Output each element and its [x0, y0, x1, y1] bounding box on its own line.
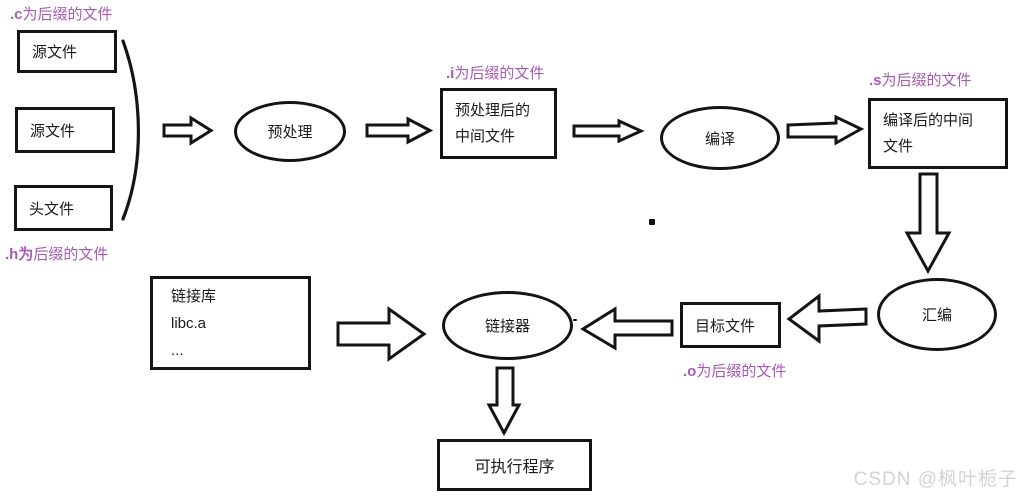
- label-h-rest: 后缀的文件: [33, 246, 109, 263]
- watermark: CSDN @枫叶栀子: [853, 469, 1018, 490]
- node-compiled-file: 编译后的中间 文件: [868, 98, 1008, 169]
- node-source-file-2: 源文件: [15, 107, 115, 153]
- node-preprocess: 预处理: [234, 101, 346, 162]
- node-preprocessed-file: 预处理后的 中间文件: [440, 88, 557, 159]
- node-object-file-label: 目标文件: [695, 317, 756, 335]
- node-link-library-line1: 链接库: [171, 287, 217, 305]
- arrow-files-to-preprocess: [162, 115, 214, 146]
- node-compiled-file-line2: 文件: [883, 137, 914, 155]
- label-i-prefix: .i: [446, 65, 455, 82]
- node-assemble: 汇编: [877, 278, 997, 351]
- node-preprocess-label: 预处理: [267, 124, 313, 141]
- stray-dot: [649, 219, 655, 225]
- node-compile-label: 编译: [704, 130, 735, 148]
- node-preprocessed-file-line2: 中间文件: [455, 127, 516, 145]
- label-s-prefix: .s: [869, 72, 882, 89]
- label-c-suffix: .c为后缀的文件: [10, 3, 113, 24]
- label-c-rest: 为后缀的文件: [22, 6, 113, 23]
- node-source-file-1-label: 源文件: [32, 44, 78, 61]
- label-h-suffix: .h为后缀的文件: [5, 243, 108, 264]
- arrow-linker-to-executable: [486, 366, 522, 437]
- node-executable: 可执行程序: [437, 439, 592, 491]
- node-linker-label: 链接器: [484, 318, 530, 335]
- node-link-library: 链接库 libc.a ...: [150, 276, 311, 370]
- arrow-sfile-to-assemble: [904, 172, 952, 275]
- stray-tick: [573, 319, 577, 321]
- arrow-object-to-linker: [580, 306, 674, 351]
- label-h-prefix: .h为: [5, 246, 34, 263]
- label-s-rest: 为后缀的文件: [881, 72, 972, 89]
- node-assemble-label: 汇编: [921, 307, 952, 324]
- node-source-file-2-label: 源文件: [30, 122, 76, 140]
- node-source-file-1: 源文件: [17, 30, 117, 73]
- label-o-rest: 为后缀的文件: [696, 363, 787, 380]
- node-header-file-label: 头文件: [29, 200, 75, 218]
- arrow-assemble-to-object: [786, 292, 868, 344]
- node-link-library-line3: ...: [171, 341, 184, 359]
- node-object-file: 目标文件: [680, 302, 781, 348]
- node-compiled-file-line1: 编译后的中间: [883, 111, 974, 129]
- group-brace-curve: [121, 39, 140, 221]
- label-i-suffix: .i为后缀的文件: [446, 62, 544, 83]
- arrow-library-to-linker: [336, 306, 427, 362]
- node-linker: 链接器: [442, 291, 573, 360]
- label-i-rest: 为后缀的文件: [454, 65, 545, 82]
- node-header-file: 头文件: [14, 185, 113, 231]
- node-preprocessed-file-line1: 预处理后的: [455, 101, 531, 119]
- label-o-prefix: .o: [683, 363, 697, 380]
- arrow-preprocess-to-ifile: [365, 116, 434, 145]
- node-compile: 编译: [660, 106, 780, 170]
- label-c-prefix: .c: [10, 6, 23, 23]
- node-link-library-line2: libc.a: [171, 314, 207, 332]
- label-s-suffix: .s为后缀的文件: [869, 69, 972, 90]
- label-o-suffix: .o为后缀的文件: [683, 360, 786, 381]
- node-executable-label: 可执行程序: [474, 459, 555, 476]
- arrow-compile-to-sfile: [786, 114, 865, 146]
- arrow-ifile-to-compile: [572, 118, 645, 144]
